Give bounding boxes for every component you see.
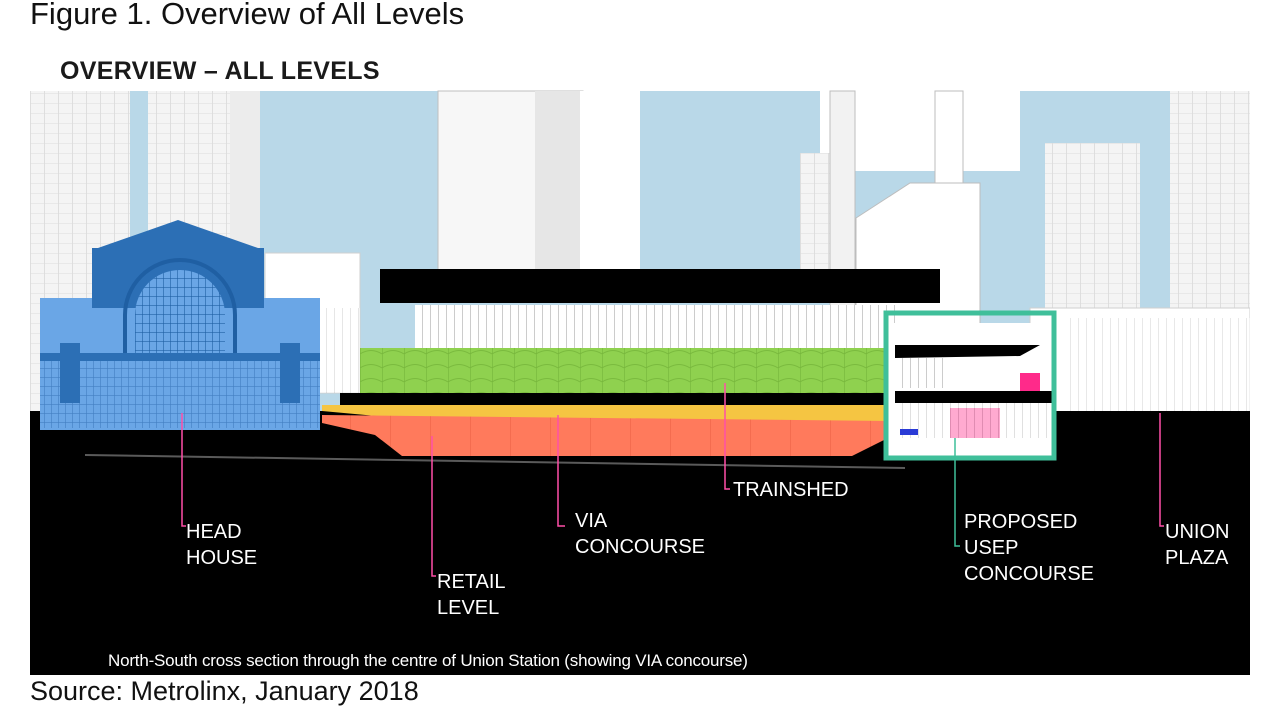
label-union-plaza: UNION PLAZA xyxy=(1165,521,1230,569)
cross-section-illustration xyxy=(30,90,1250,675)
track-line xyxy=(84,454,906,469)
usep-concourse-structure xyxy=(883,310,1057,461)
figure-source: Source: Metrolinx, January 2018 xyxy=(30,676,419,706)
background-skyline xyxy=(30,90,1250,414)
diagram-caption: North-South cross section through the ce… xyxy=(108,651,748,670)
usep-leader xyxy=(954,438,960,547)
via-concourse-leader xyxy=(557,415,565,527)
diagram-panel: OVERVIEW – ALL LEVELS HEAD HOUSE RETAIL … xyxy=(30,53,1250,675)
trainshed-structure xyxy=(340,269,1045,405)
leader-lines xyxy=(181,383,1164,577)
label-retail-level: RETAIL LEVEL xyxy=(437,571,506,619)
union-plaza-leader xyxy=(1159,413,1164,527)
trainshed-leader xyxy=(724,383,730,490)
label-trainshed: TRAINSHED xyxy=(733,479,849,501)
label-head-house: HEAD HOUSE xyxy=(186,521,258,569)
figure-title: Figure 1. Overview of All Levels xyxy=(30,0,465,31)
label-via-concourse: VIA CONCOURSE xyxy=(575,510,706,558)
label-usep-concourse: PROPOSED USEP CONCOURSE xyxy=(964,511,1095,585)
head-house xyxy=(40,220,320,430)
panel-title: OVERVIEW – ALL LEVELS xyxy=(60,57,380,85)
retail-level xyxy=(322,415,890,456)
retail-level-leader xyxy=(431,436,436,577)
head-house-leader xyxy=(181,413,186,527)
